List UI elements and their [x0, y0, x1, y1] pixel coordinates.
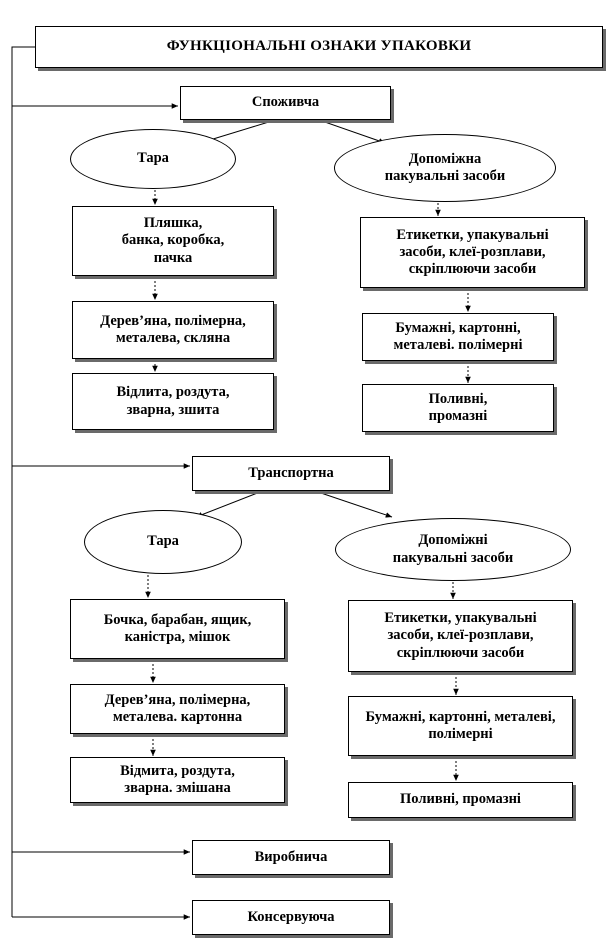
main-bus-line — [11, 46, 35, 917]
consumer-node: Споживча — [180, 86, 391, 120]
consumer-tara-item-1: Пляшка, банка, коробка, пачка — [72, 206, 274, 276]
consumer-aux-item-3: Поливні, промазні — [362, 384, 554, 432]
transport-tara-item-2: Дерев’яна, полімерна, металева. картонна — [70, 684, 285, 734]
consumer-tara-node: Тара — [70, 129, 236, 189]
diagram-title: ФУНКЦІОНАЛЬНІ ОЗНАКИ УПАКОВКИ — [35, 26, 603, 68]
arrow-transport-tara — [195, 491, 261, 518]
transport-aux-item-1: Етикетки, упакувальні засоби, клеї-розпл… — [348, 600, 573, 672]
production-node: Виробнича — [192, 840, 390, 875]
transport-aux-node: Допоміжні пакувальні засоби — [335, 518, 571, 581]
transport-tara-node: Тара — [84, 510, 242, 574]
transport-aux-item-2: Бумажні, картонні, металеві, полімерні — [348, 696, 573, 756]
transport-tara-item-3: Відмита, роздута, зварна. змішана — [70, 757, 285, 803]
consumer-tara-item-3: Відлита, роздута, зварна, зшита — [72, 373, 274, 430]
consumer-aux-node: Допоміжна пакувальні засоби — [334, 134, 556, 202]
transport-aux-item-3: Поливні, промазні — [348, 782, 573, 818]
arrow-consumer-aux — [321, 120, 386, 144]
transport-node: Транспортна — [192, 456, 390, 491]
transport-tara-item-1: Бочка, барабан, ящик, каністра, мішок — [70, 599, 285, 659]
consumer-aux-item-1: Етикетки, упакувальні засоби, клеї-розпл… — [360, 217, 585, 288]
consumer-aux-item-2: Бумажні, картонні, металеві. полімерні — [362, 313, 554, 361]
consumer-tara-item-2: Дерев’яна, полімерна, металева, скляна — [72, 301, 274, 359]
preserving-node: Консервуюча — [192, 900, 390, 935]
arrow-transport-aux — [317, 491, 393, 518]
